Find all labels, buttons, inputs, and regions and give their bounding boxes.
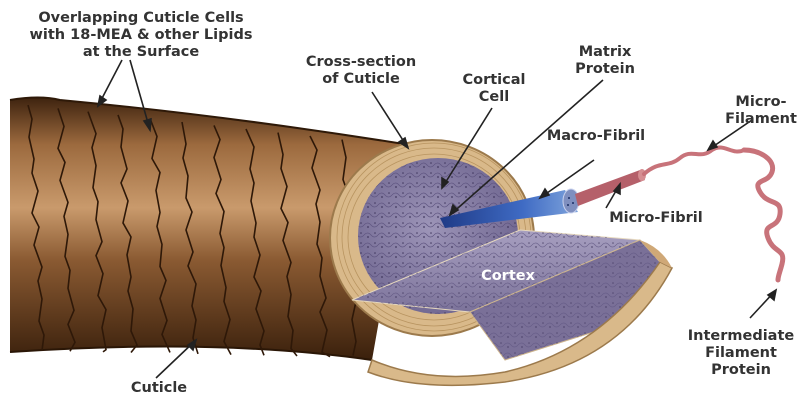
label-micro-filament: Micro- Filament (716, 94, 806, 128)
label-cross-section-of-cuticle: Cross-section of Cuticle (296, 54, 426, 88)
label-matrix-protein: Matrix Protein (560, 44, 650, 78)
label-cortex: Cortex (468, 268, 548, 285)
label-micro-fibril: Micro-Fibril (596, 210, 716, 227)
label-cuticle: Cuticle (116, 380, 202, 397)
macro-fibril-end (563, 189, 579, 213)
micro-filament (644, 147, 744, 174)
intermediate-filament-coil (744, 150, 783, 280)
label-overlapping-cuticle-cells: Overlapping Cuticle Cells with 18-MEA & … (10, 10, 272, 61)
label-intermediate-filament-protein: Intermediate Filament Protein (678, 328, 804, 379)
label-macro-fibril: Macro-Fibril (536, 128, 656, 145)
label-cortical-cell: Cortical Cell (454, 72, 534, 106)
